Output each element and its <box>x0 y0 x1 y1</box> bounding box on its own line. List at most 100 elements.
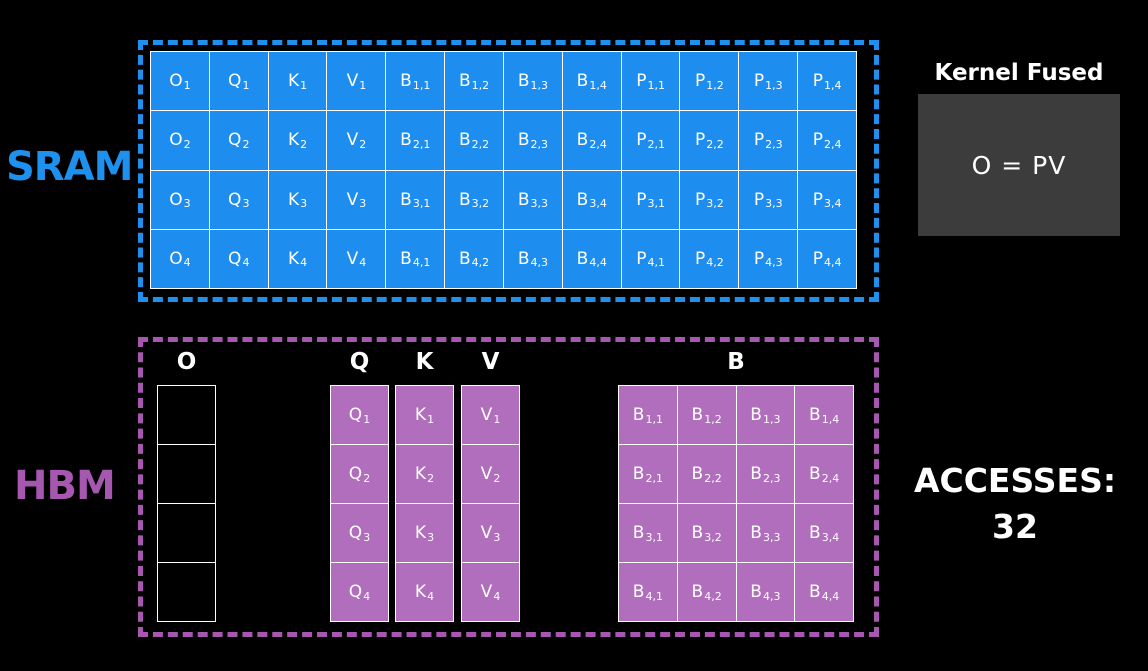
hbm-label: HBM <box>14 463 116 509</box>
kernel-title: Kernel Fused <box>934 60 1104 86</box>
sram-label: SRAM <box>6 144 133 190</box>
hbm-o-cell <box>158 386 215 444</box>
hbm-header-o: O <box>176 349 197 375</box>
accesses-label: ACCESSES: <box>913 461 1117 500</box>
hbm-region <box>138 337 879 637</box>
kernel-formula: O = PV <box>971 150 1067 180</box>
accesses-value: 32 <box>992 507 1038 546</box>
hbm-header-k: K <box>415 349 434 375</box>
hbm-header-b: B <box>727 349 745 375</box>
kernel-panel: O = PV <box>918 94 1120 236</box>
hbm-o-cell <box>158 445 215 503</box>
accesses-counter: ACCESSES: 32 <box>900 458 1130 550</box>
hbm-header-q: Q <box>349 349 370 375</box>
hbm-header-v: V <box>481 349 500 375</box>
hbm-o-column <box>157 385 216 622</box>
sram-region <box>138 40 879 302</box>
hbm-o-cell <box>158 504 215 562</box>
hbm-o-cell <box>158 563 215 621</box>
